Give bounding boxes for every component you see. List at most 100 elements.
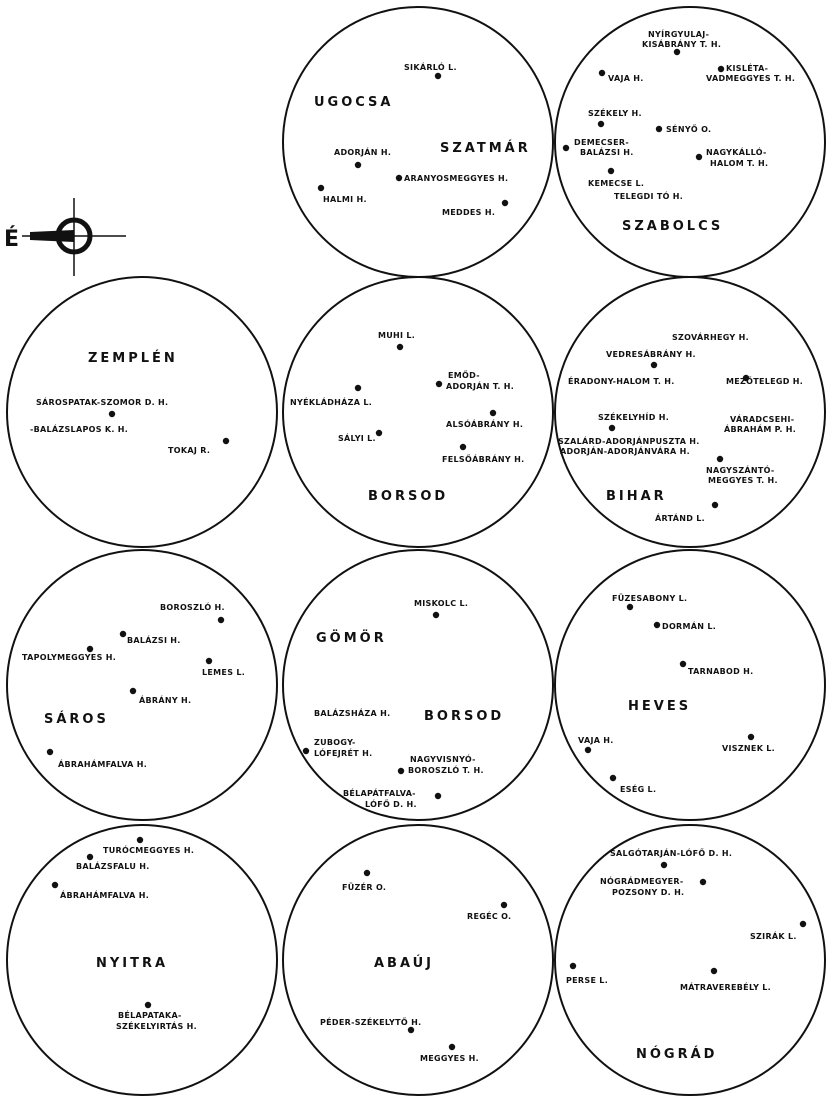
place-dot (448, 1043, 456, 1051)
place-label-line: KISÁBRÁNY T. H. (642, 38, 721, 49)
place-dot (695, 153, 703, 161)
place-label: VAJA H. (608, 74, 644, 83)
place-dot (317, 184, 325, 192)
region-circle (282, 549, 554, 821)
county-label: BIHAR (606, 489, 667, 504)
place-label: SZIRÁK L. (750, 930, 797, 941)
place-label-line: DEMECSER- (574, 138, 629, 147)
region-abauj: FÜZÉR O. REGÉC O. ABAÚJ PÉDER-SZÉKELYTŐ … (282, 824, 554, 1096)
place-dot (799, 920, 807, 928)
region-borsod: MUHI L. EMŐD- ADORJÁN T. H. NYÉKLÁDHÁZA … (282, 276, 554, 548)
place-label: BALÁZSI H. (127, 634, 181, 645)
place-label-line: HALOM T. H. (710, 159, 768, 168)
place-label-line: BÉLAPÁTFALVA- (343, 787, 416, 798)
place-label-line: BOROSZLÓ T. H. (408, 764, 484, 775)
county-label: ABAÚJ (374, 955, 434, 971)
place-dot (716, 455, 724, 463)
place-dot (653, 621, 661, 629)
region-nyitra: TURÓCMEGGYES H. BALÁZSFALU H. ÁBRAHÁMFAL… (6, 824, 278, 1096)
place-label-line: ADORJÁN T. H. (446, 380, 514, 391)
place-dot (655, 125, 663, 133)
region-heves: FÜZESABONY L. DORMÁN L. TARNABOD H. HEVE… (554, 549, 826, 821)
county-label: GÖMÖR (316, 630, 387, 646)
place-label: VÁRADCSEHI- ÁBRAHÁM P. H. (724, 413, 797, 434)
place-dot (650, 361, 658, 369)
place-label: ARANYOSMEGGYES H. (404, 174, 508, 183)
region-zemplen: ZEMPLÉN SÁROSPATAK-SZOMOR D. H. -BALÁZSL… (6, 276, 278, 548)
compass-north-icon (22, 198, 126, 276)
place-dot (569, 962, 577, 970)
place-dot (679, 660, 687, 668)
place-label-line: LÓFŐ D. H. (365, 798, 417, 809)
place-label: BÉLAPATAKA- SZÉKELYIRTÁS H. (116, 1009, 197, 1031)
place-label: SÁLYI L. (338, 432, 376, 443)
place-dot (626, 603, 634, 611)
place-label: ÁBRÁNY H. (139, 694, 191, 705)
place-label: NAGYVISNYÓ- BOROSZLÓ T. H. (408, 753, 484, 775)
place-dot (302, 747, 310, 755)
place-label: MEGGYES H. (420, 1054, 479, 1063)
region-szabolcs: NYÍRGYULAJ- KISÁBRÁNY T. H. VAJA H. KISL… (554, 6, 826, 278)
place-dot (434, 792, 442, 800)
place-dot (108, 410, 116, 418)
place-label: KISLÉTA- VADMEGGYES T. H. (706, 62, 795, 83)
place-label-line: NAGYVISNYÓ- (410, 753, 476, 764)
place-label: SZÉKELY H. (588, 107, 642, 118)
place-dot (46, 748, 54, 756)
place-label: NYÉKLÁDHÁZA L. (290, 396, 372, 407)
place-label: ADORJÁN H. (334, 146, 391, 157)
place-label-line: NAGYKÁLLÓ- (706, 146, 767, 157)
place-label: DORMÁN L. (662, 620, 716, 631)
place-dot (597, 120, 605, 128)
place-label: SALGÓTARJÁN-LÓFŐ D. H. (610, 847, 732, 858)
region-saros: BOROSZLÓ H. BALÁZSI H. TAPOLYMEGGYES H. … (6, 549, 278, 821)
county-label: NÓGRÁD (636, 1046, 717, 1062)
place-label: NAGYKÁLLÓ- HALOM T. H. (706, 146, 770, 168)
place-dot (86, 853, 94, 861)
place-label-line: BALÁZSI H. (580, 146, 634, 157)
place-dot (660, 861, 668, 869)
place-label: DEMECSER- BALÁZSI H. (574, 138, 634, 157)
place-dot (136, 836, 144, 844)
place-dot (363, 869, 371, 877)
place-label-line: NAGYSZÁNTÓ- (706, 464, 775, 475)
place-label: VISZNEK L. (722, 744, 775, 753)
place-dot (434, 72, 442, 80)
place-label: REGÉC O. (467, 910, 511, 921)
region-circle (282, 276, 554, 548)
region-bihar: SZOVÁRHEGY H. VEDRESÁBRÁNY H. ÉRADONY-HA… (554, 276, 826, 548)
place-dot (375, 429, 383, 437)
place-label: NAGYSZÁNTÓ- MEGGYES T. H. (706, 464, 778, 485)
place-label: SIKÁRLÓ L. (404, 61, 457, 72)
place-label-line: NÓGRÁDMEGYER- (600, 875, 684, 886)
place-label: NYÍRGYULAJ- KISÁBRÁNY T. H. (642, 28, 721, 49)
place-dot (710, 967, 718, 975)
place-dot (205, 657, 213, 665)
place-label: TOKAJ R. (168, 446, 210, 455)
place-label: -BALÁZSLAPOS K. H. (30, 423, 128, 434)
place-dot (396, 343, 404, 351)
county-label: BORSOD (424, 709, 504, 724)
place-label: MEDDES H. (442, 208, 495, 217)
place-label: KEMECSE L. (588, 179, 644, 188)
place-dot (598, 69, 606, 77)
place-label: ZUBOGY- LÓFEJRÉT H. (314, 738, 372, 758)
place-label: SZÉKELYHÍD H. (598, 411, 669, 422)
place-label-line: ÁBRAHÁM P. H. (724, 423, 796, 434)
place-label: PERSE L. (566, 976, 608, 985)
place-label: NÓGRÁDMEGYER- POZSONY D. H. (600, 875, 687, 897)
place-dot (435, 380, 443, 388)
place-label: VEDRESÁBRÁNY H. (606, 348, 696, 359)
region-nograd: SALGÓTARJÁN-LÓFŐ D. H. NÓGRÁDMEGYER- POZ… (554, 824, 826, 1096)
place-label: MEZŐTELEGD H. (726, 376, 803, 386)
place-label: ESÉG L. (620, 783, 656, 794)
region-gomor-borsod: MISKOLC L. GÖMÖR BALÁZSHÁZA H. BORSOD ZU… (282, 549, 554, 821)
place-label-line: ZUBOGY- (314, 738, 356, 747)
region-circle (6, 276, 278, 548)
place-label: VAJA H. (578, 736, 614, 745)
region-circle (6, 549, 278, 821)
place-label: MISKOLC L. (414, 599, 468, 608)
county-label: SÁROS (44, 711, 109, 727)
place-label: FÜZÉR O. (342, 881, 386, 892)
place-label: SÉNYŐ O. (666, 123, 711, 134)
